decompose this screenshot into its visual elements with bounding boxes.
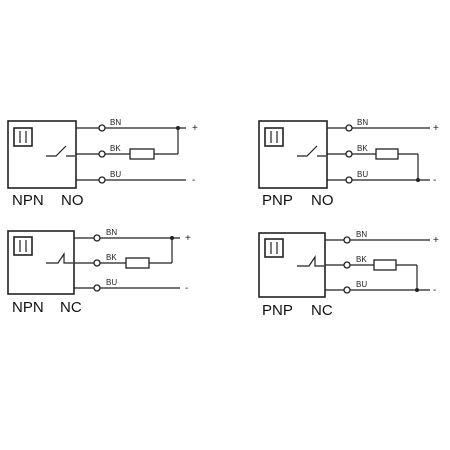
terminal-bn (93, 234, 101, 242)
sensor-body (258, 120, 328, 189)
load-resistor (125, 257, 150, 269)
caption-type: NPN (12, 299, 44, 316)
sensor-symbol-icon (264, 238, 284, 258)
load-resistor (373, 259, 397, 271)
switch-nc-icon (46, 252, 73, 264)
label-bn: BN (110, 118, 121, 127)
diagram-npn-no: BN BK BU + - NPN NO (7, 118, 198, 209)
sensor-symbol-icon (13, 127, 33, 147)
switch-no-icon (46, 145, 75, 157)
terminal-bu (343, 286, 351, 294)
label-bu: BU (357, 170, 368, 179)
sensor-body (7, 120, 77, 189)
sign-plus: + (433, 235, 439, 246)
sign-plus: + (192, 123, 198, 134)
caption-contact: NC (60, 299, 82, 316)
sign-plus: + (185, 233, 191, 244)
caption-contact: NO (61, 192, 84, 209)
terminal-bk (98, 150, 106, 158)
caption-contact: NO (311, 192, 334, 209)
caption-contact: NC (311, 302, 333, 319)
terminal-bn (345, 124, 353, 132)
sign-minus: - (192, 175, 195, 186)
load-resistor (129, 148, 155, 160)
diagram-pnp-nc: BN BK BU + - PNP NC (258, 230, 439, 319)
terminal-bu (93, 284, 101, 292)
sign-minus: - (185, 283, 188, 294)
label-bk: BK (106, 253, 117, 262)
switch-nc-icon (297, 255, 324, 267)
switch-no-icon (297, 145, 326, 157)
terminal-bu (345, 176, 353, 184)
label-bu: BU (356, 280, 367, 289)
label-bk: BK (357, 144, 368, 153)
caption-type: NPN (12, 192, 44, 209)
terminal-bu (98, 176, 106, 184)
terminal-bn (98, 124, 106, 132)
label-bu: BU (106, 278, 117, 287)
label-bk: BK (110, 144, 121, 153)
diagram-pnp-no: BN BK BU + - PNP NO (258, 118, 439, 209)
sensor-symbol-icon (264, 127, 284, 147)
label-bn: BN (106, 228, 117, 237)
label-bu: BU (110, 170, 121, 179)
terminal-bk (343, 261, 351, 269)
label-bk: BK (356, 255, 367, 264)
caption-type: PNP (262, 192, 293, 209)
caption-type: PNP (262, 302, 293, 319)
sign-plus: + (433, 123, 439, 134)
sign-minus: - (433, 175, 436, 186)
label-bn: BN (356, 230, 367, 239)
terminal-bn (343, 236, 351, 244)
diagram-npn-nc: BN BK BU + - NPN NC (7, 228, 191, 316)
sensor-symbol-icon (13, 236, 33, 256)
load-resistor (375, 148, 399, 160)
terminal-bk (93, 259, 101, 267)
label-bn: BN (357, 118, 368, 127)
sign-minus: - (433, 285, 436, 296)
terminal-bk (345, 150, 353, 158)
